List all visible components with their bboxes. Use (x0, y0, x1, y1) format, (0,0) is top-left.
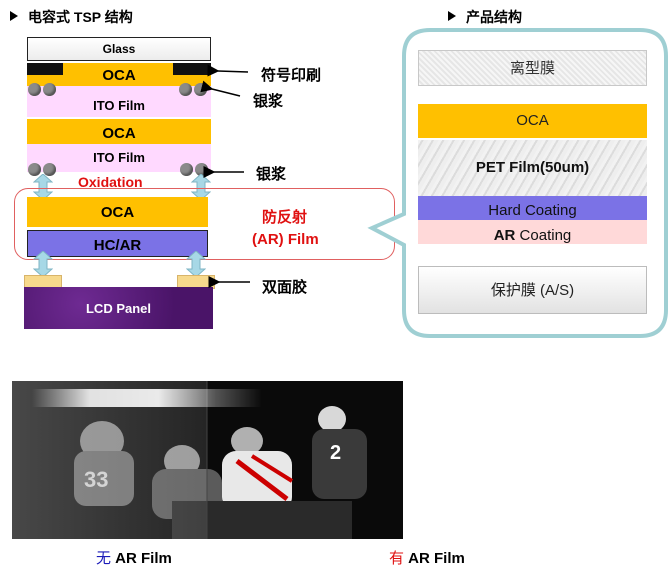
oca-product-layer: OCA (418, 104, 647, 138)
oca-layer-3: OCA (27, 197, 208, 227)
bullet-triangle-icon (448, 11, 456, 21)
silver-dot (180, 163, 193, 176)
silver-dot (179, 83, 192, 96)
protective-film-label: 保护膜 (A/S) (490, 282, 575, 299)
bullet-triangle-icon (10, 11, 18, 21)
protective-film-layer: 保护膜 (A/S) (418, 266, 647, 314)
ar-film-callout: 防反射 (AR) Film (252, 207, 319, 251)
pet-film-label: PET Film(50um) (475, 159, 590, 176)
ar-coating-bold: AR (493, 227, 516, 244)
double-arrow-icon (186, 251, 206, 277)
ar-film-line-1: 防反射 (262, 209, 308, 226)
silver-callout-label-2: 银浆 (256, 166, 287, 183)
print-callout-label: 符号印刷 (261, 67, 322, 84)
silver-dot (28, 163, 41, 176)
hc-ar-layer: HC/AR (27, 230, 208, 257)
right-title: 产品结构 (466, 9, 522, 25)
lcd-panel-label: LCD Panel (85, 301, 151, 316)
hard-coating-label: Hard Coating (488, 202, 577, 219)
oca-label-3: OCA (100, 204, 135, 221)
print-block-left (27, 63, 63, 75)
ar-comparison-photo: 33 2 (12, 381, 403, 539)
ar-coating-layer: AR Coating (418, 220, 647, 244)
caption-no-char: 无 (96, 550, 112, 567)
print-callout-arrow (207, 64, 249, 77)
ar-coating-rest: Coating (515, 227, 572, 244)
silver-dot (43, 83, 56, 96)
oca-layer-1: OCA (27, 63, 211, 86)
double-arrow-icon (33, 174, 53, 200)
ito-label-2: ITO Film (93, 150, 145, 165)
caption-yes-char: 有 (389, 550, 405, 567)
ito-label-1: ITO Film (93, 98, 145, 113)
double-arrow-icon (191, 174, 211, 200)
hc-ar-label: HC/AR (93, 237, 142, 254)
tape-callout-label: 双面胶 (262, 279, 308, 296)
pet-film-layer: PET Film(50um) (418, 140, 647, 196)
oca-layer-2: OCA (27, 119, 211, 144)
double-arrow-icon (33, 251, 53, 277)
football-players-illustration: 33 2 (12, 381, 403, 539)
right-title-row: 产品结构 (448, 7, 522, 27)
ar-film-line-2: (AR) Film (252, 231, 319, 248)
oca-label-2: OCA (102, 125, 136, 142)
oca-product-label: OCA (516, 112, 549, 129)
silver-dot (43, 163, 56, 176)
silver-callout-label-1: 银浆 (253, 93, 284, 110)
hard-coating-layer: Hard Coating (418, 196, 647, 220)
release-film-layer: 离型膜 (418, 50, 647, 86)
glass-layer: Glass (27, 37, 211, 61)
left-title: 电容式 TSP 结构 (28, 9, 133, 25)
oxidation-label: Oxidation (78, 174, 143, 190)
oca-label-1: OCA (102, 67, 136, 84)
caption-yes-rest: AR Film (404, 550, 465, 567)
release-film-label: 离型膜 (509, 60, 555, 77)
silver-dot (28, 83, 41, 96)
print-block-right (173, 63, 211, 75)
caption-no-rest: AR Film (111, 550, 172, 567)
left-title-row: 电容式 TSP 结构 (10, 7, 133, 27)
silver-callout-arrow-1 (200, 80, 241, 97)
lcd-panel-layer: LCD Panel (24, 287, 213, 329)
caption-with-ar: 有 AR Film (389, 547, 465, 568)
caption-without-ar: 无 AR Film (96, 547, 172, 568)
svg-text:2: 2 (330, 442, 341, 464)
glass-label: Glass (102, 42, 136, 56)
